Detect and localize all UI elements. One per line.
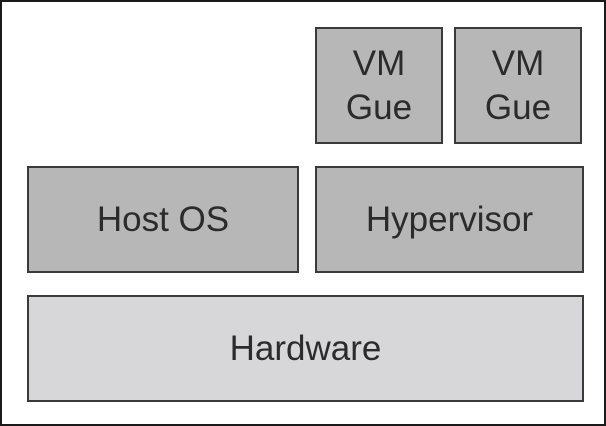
hypervisor-box: Hypervisor	[315, 166, 584, 273]
vm-guest-line1: VM	[352, 43, 406, 83]
vm-guest-label-1: VM Gue	[346, 42, 412, 130]
vm-guest-line2: Gue	[345, 87, 413, 127]
host-os-box: Host OS	[27, 166, 299, 273]
vm-guest-line2: Gue	[484, 87, 552, 127]
hypervisor-label: Hypervisor	[365, 199, 534, 239]
vm-guest-label-2: VM Gue	[485, 42, 551, 130]
vm-guest-box-2: VM Gue	[454, 27, 582, 144]
hardware-box: Hardware	[27, 295, 584, 402]
vm-guest-box-1: VM Gue	[315, 27, 443, 144]
vm-guest-line1: VM	[491, 43, 545, 83]
hardware-label: Hardware	[229, 328, 382, 368]
host-os-label: Host OS	[96, 199, 230, 239]
